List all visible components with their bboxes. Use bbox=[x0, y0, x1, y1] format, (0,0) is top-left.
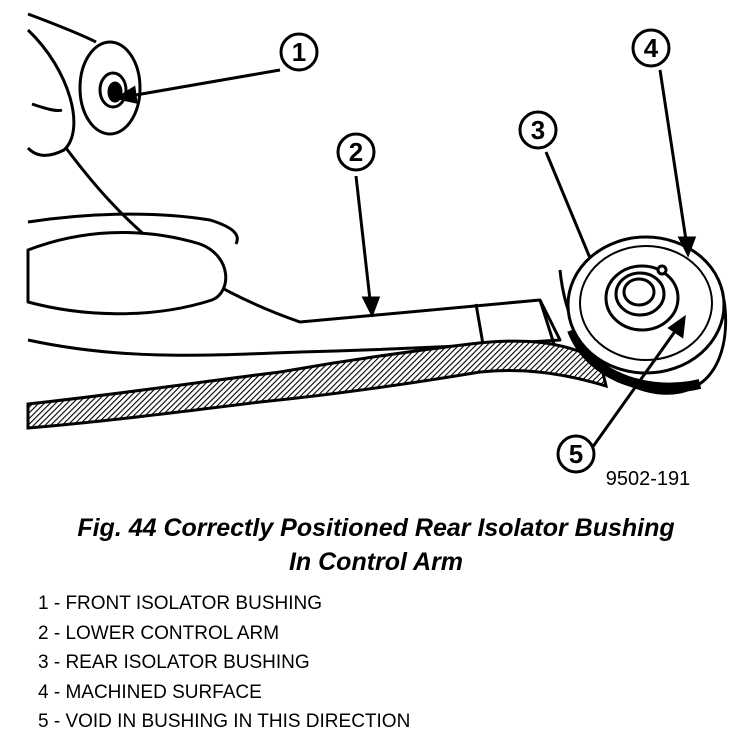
legend-item: 3 - REAR ISOLATOR BUSHING bbox=[38, 652, 310, 673]
legend-item: 1 - FRONT ISOLATOR BUSHING bbox=[38, 593, 322, 614]
svg-text:5: 5 bbox=[569, 439, 583, 469]
legend-list: 1 - FRONT ISOLATOR BUSHING 2 - LOWER CON… bbox=[38, 589, 410, 737]
figure-code: 9502-191 bbox=[606, 468, 691, 490]
legend-item: 4 - MACHINED SURFACE bbox=[38, 681, 262, 703]
frame-rail bbox=[26, 12, 97, 157]
callout-5: 5 bbox=[556, 434, 596, 474]
front-isolator-bushing bbox=[78, 40, 142, 136]
figure-caption-line-2: In Control Arm bbox=[288, 548, 464, 576]
callout-1: 1 bbox=[279, 32, 319, 72]
figure-caption-line-1: Fig. 44 Correctly Positioned Rear Isolat… bbox=[77, 514, 675, 542]
legend-item: 2 - LOWER CONTROL ARM bbox=[38, 622, 280, 644]
legend-item: 5 - VOID IN BUSHING IN THIS DIRECTION bbox=[38, 711, 411, 732]
rear-isolator-bushing bbox=[558, 235, 728, 395]
svg-text:2: 2 bbox=[349, 137, 363, 167]
leaf-spring bbox=[26, 212, 609, 430]
svg-text:4: 4 bbox=[644, 33, 659, 63]
callout-3: 3 bbox=[518, 110, 558, 150]
callout-2: 2 bbox=[336, 132, 376, 172]
control-arm-illustration: 1 2 3 4 5 9502-191 bbox=[26, 12, 728, 490]
leader-lines bbox=[114, 68, 697, 449]
callout-4: 4 bbox=[631, 28, 671, 68]
svg-text:3: 3 bbox=[531, 115, 545, 145]
lower-control-arm bbox=[26, 147, 562, 357]
svg-text:1: 1 bbox=[292, 37, 306, 67]
